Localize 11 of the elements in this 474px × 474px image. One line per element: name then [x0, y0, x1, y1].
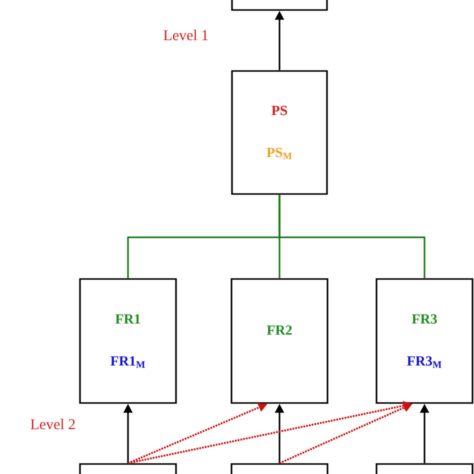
process-box: PS PS$_{M}$	[231, 70, 328, 195]
level-label: Level 2	[30, 418, 75, 430]
box	[230, 463, 328, 474]
process-box: FR3 FR3$_{M}$	[376, 278, 474, 404]
box	[79, 463, 177, 474]
process-box: FR1 FR1$_{M}$	[79, 278, 177, 404]
process-box: FR2	[230, 278, 328, 404]
level-label: Level 1	[164, 30, 208, 40]
connector-line	[278, 194, 426, 278]
box	[376, 463, 474, 474]
box	[231, 0, 328, 11]
